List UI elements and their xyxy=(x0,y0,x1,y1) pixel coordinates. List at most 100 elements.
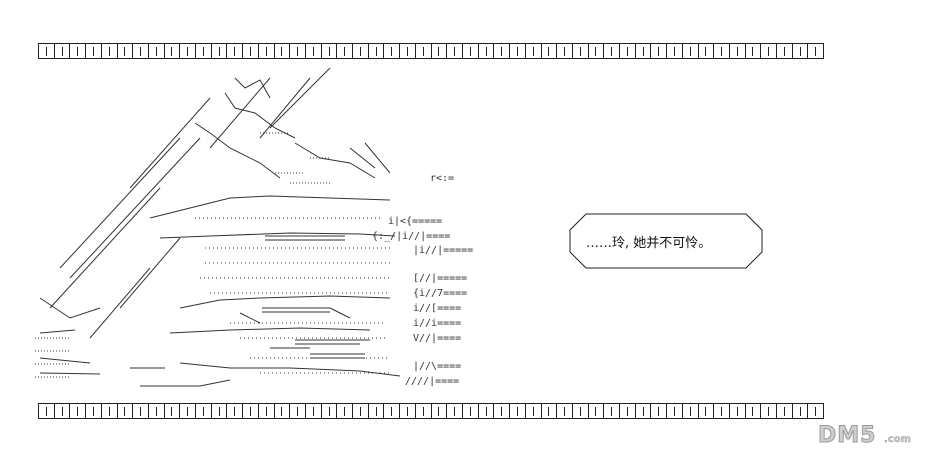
border-cell xyxy=(666,43,682,59)
border-cell xyxy=(210,403,227,419)
border-cell xyxy=(807,403,825,419)
border-cell xyxy=(195,43,211,59)
top-border-frame xyxy=(38,43,825,59)
border-cell xyxy=(556,403,572,419)
border-cell xyxy=(367,43,384,59)
border-cell xyxy=(210,43,227,59)
border-cell xyxy=(53,403,70,419)
border-cell xyxy=(509,403,525,419)
border-cell xyxy=(587,43,604,59)
border-cell xyxy=(713,43,729,59)
ascii-line-9: V//|==== xyxy=(413,333,462,344)
border-cell xyxy=(571,43,588,59)
ascii-art-right-edge: r<:= i|<{===== {:_/|i//|==== |i//|===== … xyxy=(30,172,473,387)
border-cell xyxy=(226,403,243,419)
border-cell xyxy=(446,403,462,419)
border-cell xyxy=(681,43,698,59)
border-cell xyxy=(791,403,808,419)
border-cell xyxy=(179,43,196,59)
ascii-line-5: [//|===== xyxy=(413,273,468,284)
border-cell xyxy=(320,43,337,59)
border-cell xyxy=(367,403,384,419)
border-cell xyxy=(540,403,557,419)
ascii-line-10: |//\==== xyxy=(413,361,462,372)
border-cell xyxy=(587,403,604,419)
watermark-brand: DM5 xyxy=(817,423,877,449)
border-cell xyxy=(304,403,321,419)
ascii-line-3: {:_/|i//|==== xyxy=(372,231,451,242)
watermark-logo: DM5 .com xyxy=(814,420,918,452)
border-cell xyxy=(132,43,148,59)
border-cell xyxy=(289,43,305,59)
border-cell xyxy=(273,43,290,59)
border-cell xyxy=(571,403,588,419)
border-cell xyxy=(650,403,667,419)
border-cell xyxy=(776,43,792,59)
border-cell xyxy=(85,43,101,59)
border-cell xyxy=(540,43,557,59)
border-cell xyxy=(713,403,729,419)
border-cell xyxy=(728,43,745,59)
border-cell xyxy=(273,403,290,419)
border-cell xyxy=(697,43,714,59)
border-cell xyxy=(69,403,86,419)
border-cell xyxy=(242,43,258,59)
speech-bubble: ……玲, 她并不可怜。 xyxy=(568,213,764,269)
border-cell xyxy=(524,43,541,59)
border-cell xyxy=(634,43,651,59)
border-cell xyxy=(195,403,211,419)
border-cell xyxy=(116,403,133,419)
border-cell xyxy=(603,403,620,419)
border-cell xyxy=(336,43,353,59)
border-cell xyxy=(744,403,761,419)
ascii-art-strokes xyxy=(35,68,401,387)
border-cell xyxy=(430,43,447,59)
border-cell xyxy=(257,403,274,419)
ascii-art-figure xyxy=(30,68,490,396)
border-cell xyxy=(666,403,682,419)
border-cell xyxy=(383,43,400,59)
ascii-line-6: {i//7==== xyxy=(413,288,468,299)
border-cell xyxy=(461,403,478,419)
border-cell xyxy=(619,403,635,419)
border-cell xyxy=(320,403,337,419)
border-cell xyxy=(163,43,180,59)
border-cell xyxy=(179,403,196,419)
border-cell xyxy=(352,403,368,419)
border-cell xyxy=(650,43,667,59)
border-cell xyxy=(634,403,651,419)
border-cell xyxy=(461,43,478,59)
border-cell xyxy=(430,403,447,419)
border-cell xyxy=(697,403,714,419)
border-cell xyxy=(38,43,54,59)
dialogue-text: ……玲, 她并不可怜。 xyxy=(586,236,712,251)
border-cell xyxy=(147,403,164,419)
border-cell xyxy=(69,43,86,59)
border-cell xyxy=(760,403,777,419)
border-cell xyxy=(744,43,761,59)
border-cell xyxy=(116,43,133,59)
ascii-line-2: i|<{===== xyxy=(388,216,443,227)
border-cell xyxy=(383,403,400,419)
border-cell xyxy=(776,403,792,419)
bottom-border-frame xyxy=(38,403,825,419)
border-cell xyxy=(352,43,368,59)
watermark-suffix: .com xyxy=(884,434,912,445)
border-cell xyxy=(163,403,180,419)
border-cell xyxy=(477,43,494,59)
border-cell xyxy=(100,43,117,59)
border-cell xyxy=(414,43,431,59)
border-cell xyxy=(760,43,777,59)
speech-bubble-outline xyxy=(569,213,763,269)
border-cell xyxy=(493,43,510,59)
border-cell xyxy=(399,403,415,419)
border-cell xyxy=(336,403,353,419)
border-cell xyxy=(728,403,745,419)
border-cell xyxy=(304,43,321,59)
border-cell xyxy=(399,43,415,59)
border-cell xyxy=(226,43,243,59)
ascii-line-4: |i//|===== xyxy=(413,245,474,256)
border-cell xyxy=(53,43,70,59)
border-cell xyxy=(257,43,274,59)
